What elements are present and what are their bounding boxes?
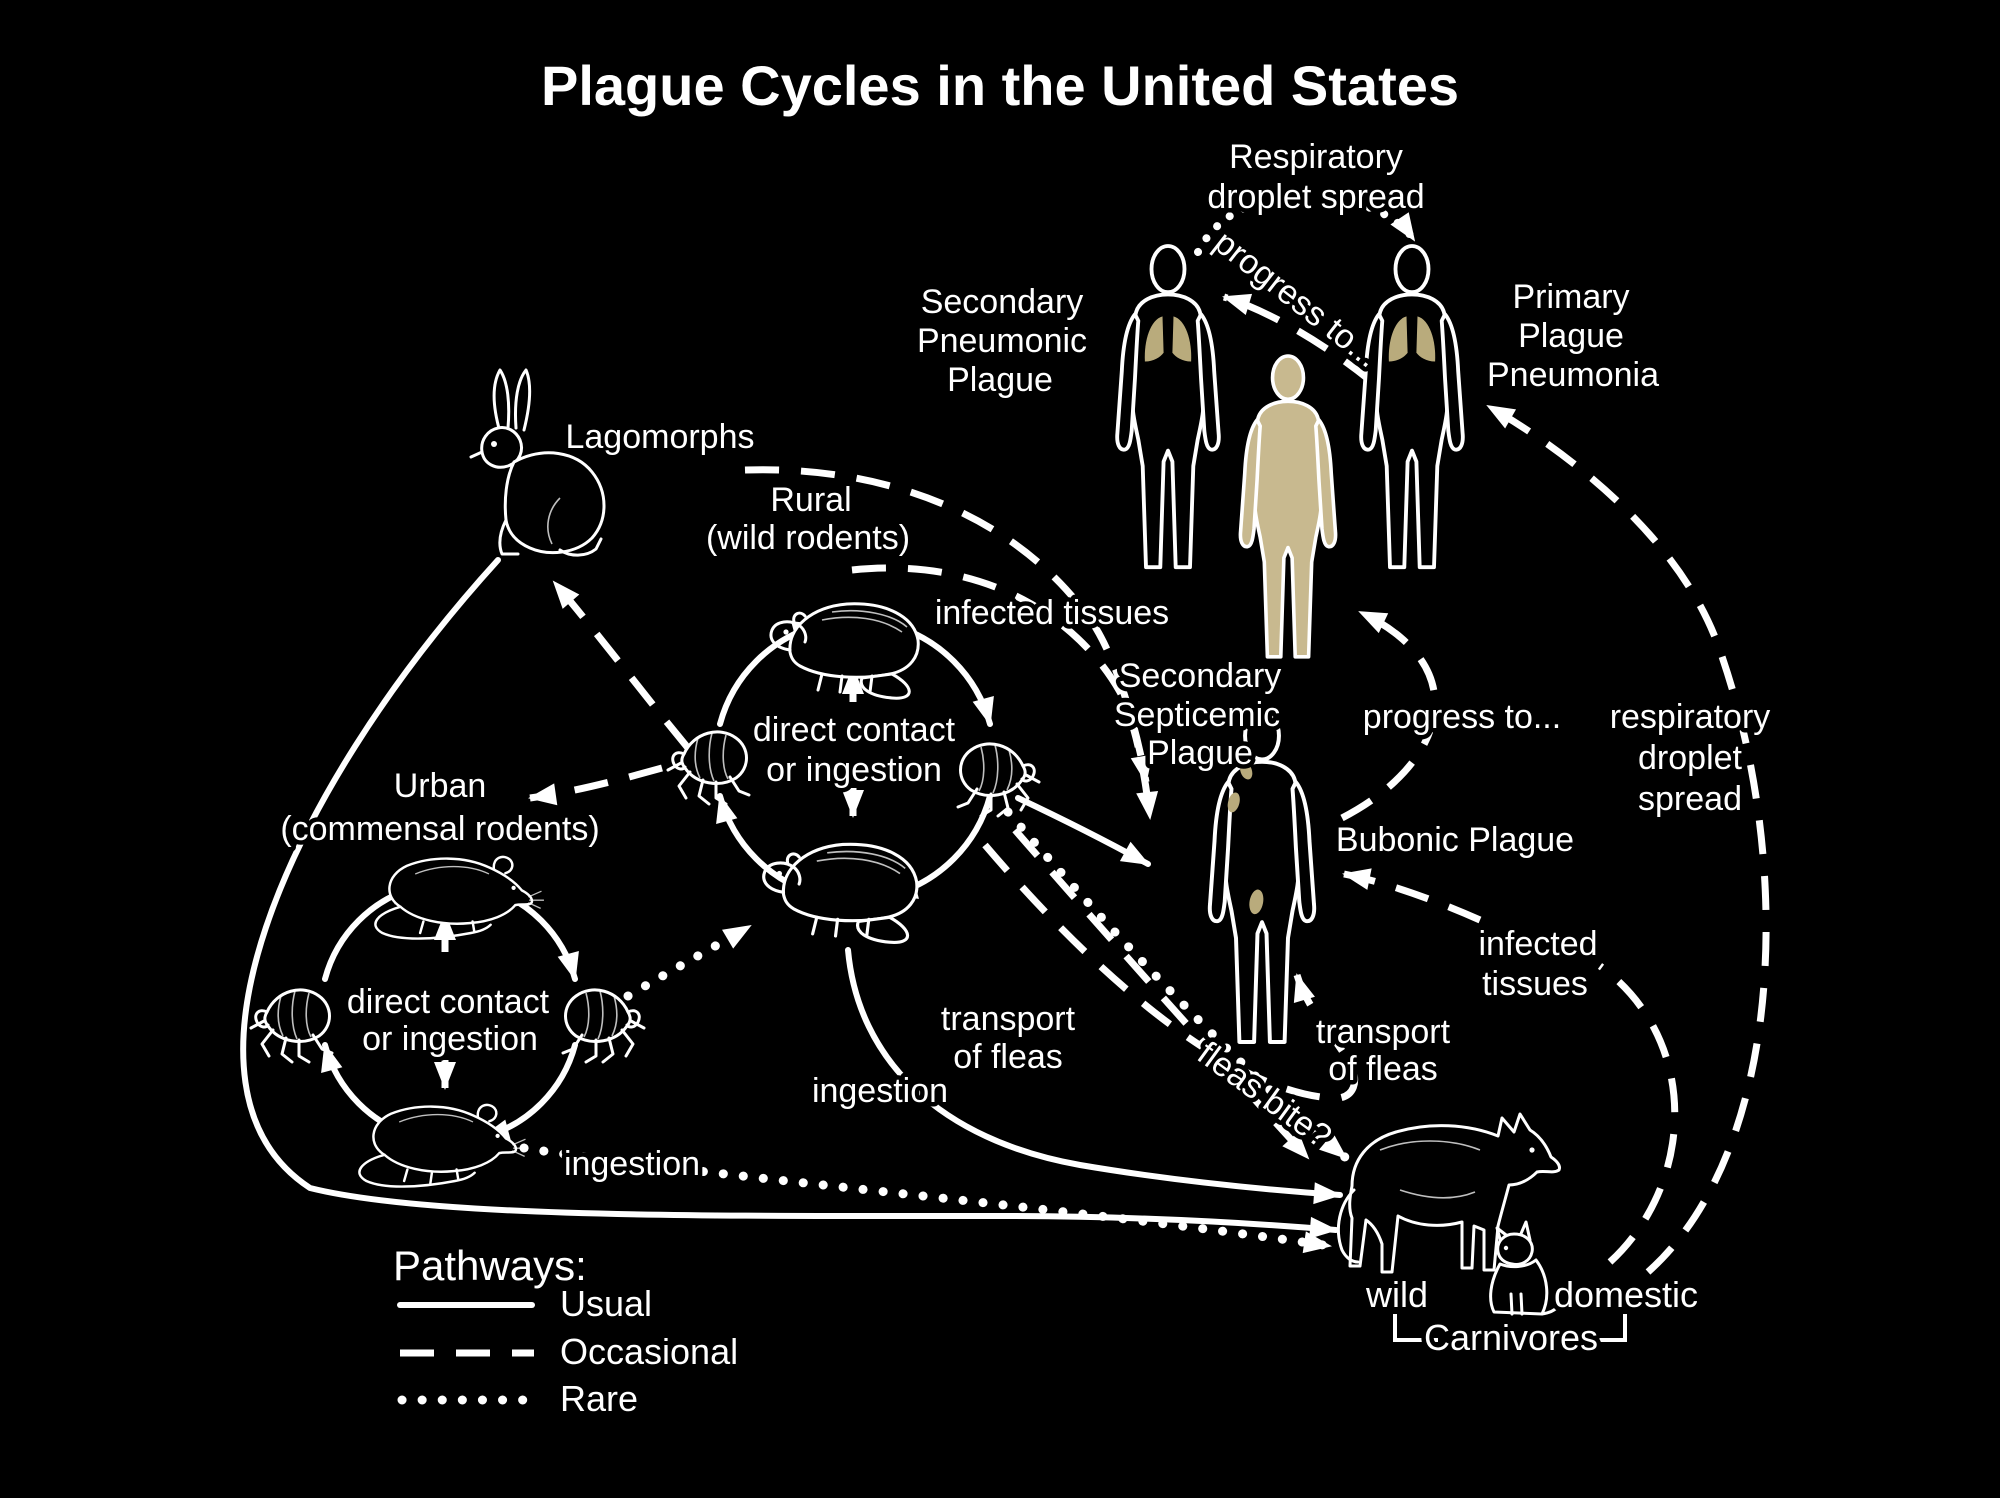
arrow-urban-cycle-2 [480,1042,578,1141]
arrow-urbanflea-rural [623,921,755,1001]
coyote-icon [1336,1112,1561,1274]
human-secondary-pneumonic-icon [1115,244,1221,570]
label-septicemic-1: Secondary [1119,657,1282,695]
legend-label-rare: Rare [560,1378,638,1419]
rabbit-icon [469,368,606,557]
label-rural-1: Rural [770,481,851,519]
label-carnivore-wild: wild [1365,1274,1428,1315]
ground-squirrel-bottom-icon [762,842,919,944]
label-direct-contact-rural-2: or ingestion [766,751,942,789]
human-bubonic-icon [1207,710,1317,1044]
label-transport-fleas-right-1: transport [1316,1013,1451,1051]
label-transport-fleas-left-2: of fleas [953,1038,1063,1076]
label-lagomorphs: Lagomorphs [565,418,754,456]
label-bubonic-plague: Bubonic Plague [1336,821,1574,859]
label-septicemic-3: Plague [1147,734,1253,772]
label-secondary-pneumonic-1: Secondary [921,283,1084,321]
rat-urban-top-icon [374,855,546,940]
label-respiratory-right-2: droplet [1638,739,1743,777]
label-urban-1: Urban [394,767,487,805]
label-respiratory-right-1: respiratory [1610,698,1771,736]
label-progress-to-upper: progress to... [1207,223,1387,375]
human-secondary-septicemic-icon [1238,354,1338,659]
arrow-rural-lagomorph [551,579,691,751]
legend-heading: Pathways: [393,1242,587,1289]
arrow-carnivore-transport-fleas-human [982,842,1359,1102]
legend-label-usual: Usual [560,1283,652,1324]
arrow-carnivore-respiratory-human [1486,402,1770,1275]
arrow-progress-septicemic-pneumonic [1222,293,1375,385]
label-transport-fleas-right-2: of fleas [1328,1050,1438,1088]
page-title: Plague Cycles in the United States [541,54,1459,117]
label-progress-to-right: progress to... [1363,698,1561,736]
carnivores-bracket [1393,1314,1627,1342]
ground-squirrel-top-icon [769,602,920,700]
human-figures [1115,244,1465,1044]
label-transport-fleas-left-1: transport [941,1000,1076,1038]
label-secondary-pneumonic-3: Plague [947,361,1053,399]
label-respiratory-right-3: spread [1638,780,1742,818]
label-urban-2: (commensal rodents) [280,810,599,848]
label-rural-2: (wild rodents) [706,519,910,557]
arrow-urbanrat-carnivore-ingestion [519,1143,1335,1254]
arrow-rural-carnivore-ingestion [845,947,1343,1205]
arrow-flea-bite-human [1015,795,1151,867]
arrow-carnivore-tissues-human-1 [1597,963,1679,1265]
label-ingestion-bottom: ingestion [564,1145,700,1183]
label-respiratory-top-1: Respiratory [1229,138,1403,176]
label-primary-pneumonia-1: Primary [1512,278,1629,316]
label-carnivores-group: Carnivores [1424,1317,1598,1358]
legend: Pathways: Usual Occasional Rare [389,1238,743,1424]
label-direct-contact-rural-1: direct contact [753,711,956,749]
flea-urban-left-icon [249,988,334,1064]
arrow-fleas-transport-to-carnivore [1012,827,1311,1161]
cat-icon [1489,1220,1563,1316]
label-carnivore-domestic: domestic [1554,1274,1698,1315]
label-secondary-pneumonic-2: Pneumonic [917,322,1087,360]
arrow-rural-urban [528,764,663,806]
human-primary-pneumonia-icon [1359,244,1465,570]
label-ingestion-mid: ingestion [812,1072,948,1110]
pathway-lines [240,199,1770,1275]
arrow-carnivore-tissues-human-2 [1342,868,1482,924]
label-respiratory-top-2: droplet spread [1207,178,1424,216]
label-direct-contact-urban-2: or ingestion [362,1020,538,1058]
label-primary-pneumonia-3: Pneumonia [1487,356,1659,394]
label-direct-contact-urban-1: direct contact [347,983,550,1021]
label-primary-pneumonia-2: Plague [1518,317,1624,355]
animal-figures [249,368,1563,1316]
arrow-respiratory-spread-right [1350,199,1418,244]
label-infected-tissues-right-1: infected [1478,925,1597,963]
label-infected-tissues-right-2: tissues [1482,965,1588,1003]
arrow-fleas-bite-carnivore [1003,807,1351,1163]
rat-urban-bottom-icon [358,1103,530,1188]
label-infected-tissues-mid: infected tissues [935,594,1169,632]
arrow-lagomorph-human-tissues [744,466,1153,784]
arrow-progress-bubonic-septicemic [1340,608,1439,822]
legend-label-occasional: Occasional [560,1331,738,1372]
label-septicemic-2: Septicemic [1114,696,1280,734]
